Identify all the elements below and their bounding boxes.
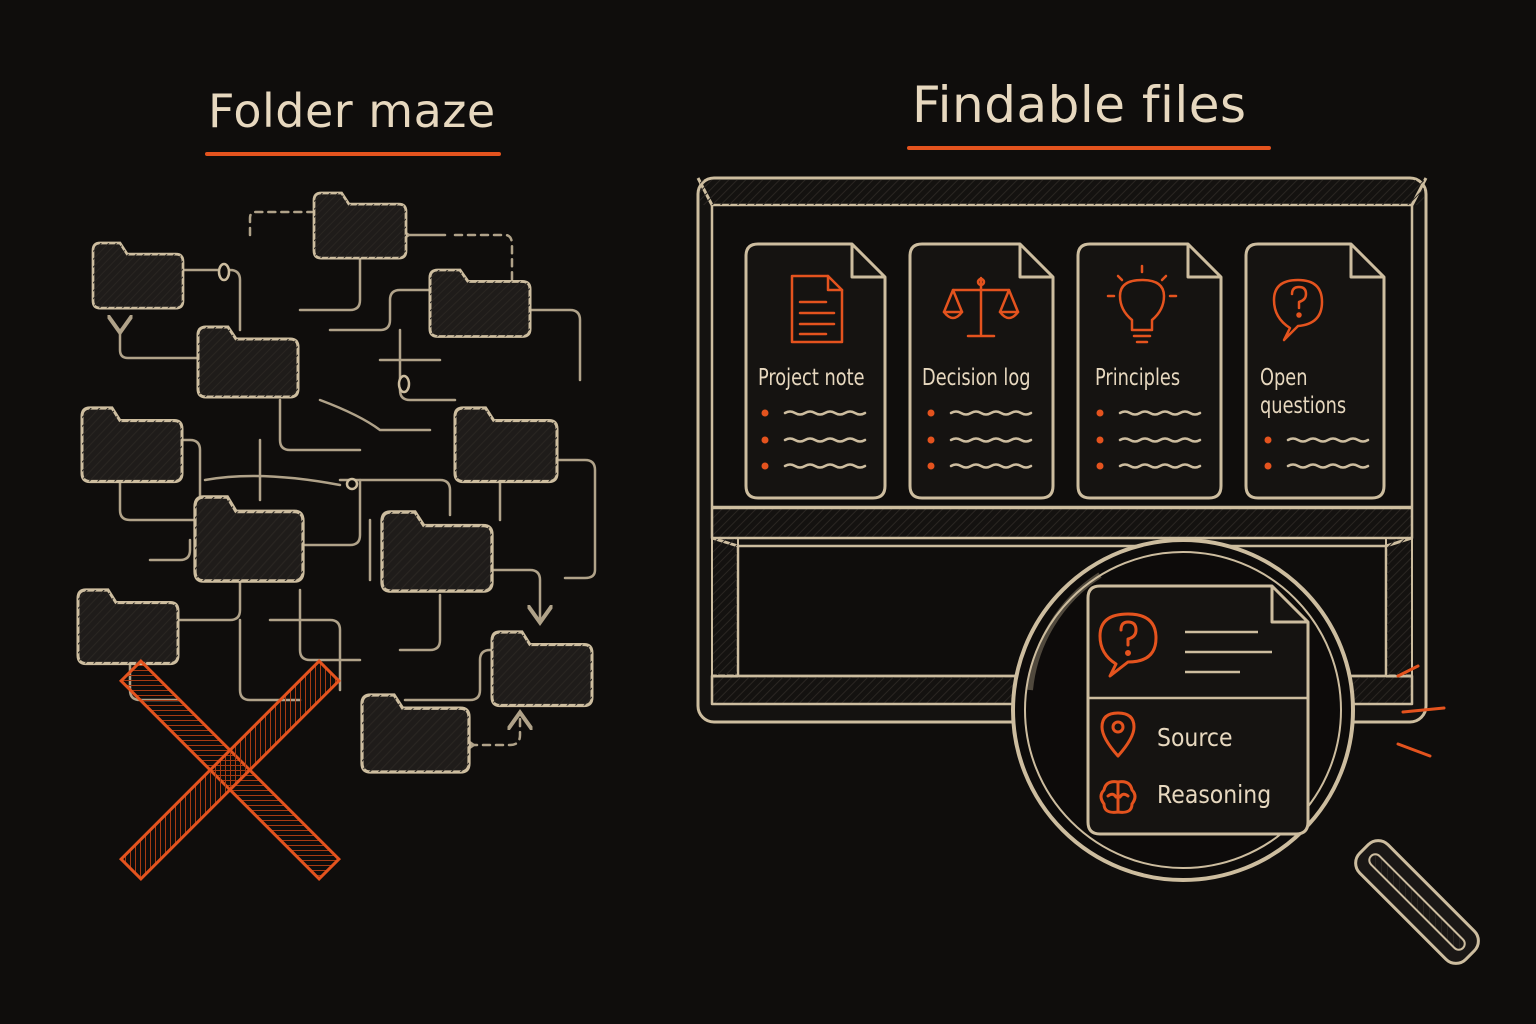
magnifier-handle <box>1354 839 1480 965</box>
right-title: Findable files <box>912 76 1247 134</box>
folder-icon <box>360 693 471 774</box>
text-line <box>1118 410 1202 416</box>
scales-icon <box>942 276 1020 338</box>
text-line <box>783 410 867 416</box>
text-line <box>1118 437 1202 443</box>
text-line <box>949 410 1033 416</box>
lens-label-source: Source <box>1157 723 1233 752</box>
left-title: Folder maze <box>208 84 496 138</box>
folder-maze <box>76 191 597 774</box>
bullet-dot <box>761 409 769 417</box>
folder-icon <box>380 510 494 593</box>
bullet-dot <box>761 462 769 470</box>
folder-icon <box>193 495 305 583</box>
bullet-dot <box>1096 436 1104 444</box>
bullet-dot <box>1096 409 1104 417</box>
x-mark-icon <box>118 658 342 882</box>
left-title-underline <box>205 152 501 156</box>
question-bubble-icon <box>1272 278 1324 342</box>
text-line <box>1286 463 1370 469</box>
bullet-dot <box>927 409 935 417</box>
card-principles[interactable] <box>1076 242 1223 500</box>
text-line <box>1118 463 1202 469</box>
location-pin-icon <box>1100 711 1136 758</box>
text-line <box>949 463 1033 469</box>
card-label-decision-log: Decision log <box>922 365 1031 391</box>
card-label-project-note: Project note <box>758 365 865 391</box>
bullet-dot <box>1264 436 1272 444</box>
folder-icon <box>428 268 532 338</box>
bullet-dot <box>1096 462 1104 470</box>
sparkle-icon <box>1396 664 1446 758</box>
document-icon <box>790 274 844 344</box>
folder-icon <box>453 406 559 484</box>
bullet-dot <box>761 436 769 444</box>
card-project-note[interactable] <box>744 242 887 500</box>
text-line <box>1286 437 1370 443</box>
text-line <box>783 437 867 443</box>
bullet-dot <box>927 462 935 470</box>
question-bubble-icon <box>1098 612 1158 678</box>
folder-icon <box>312 191 408 260</box>
card-label-principles: Principles <box>1095 365 1181 391</box>
card-label-open-questions: Open questions <box>1260 365 1347 419</box>
magnifier <box>1011 538 1480 965</box>
folder-icon <box>76 588 180 666</box>
card-open-questions[interactable] <box>1244 242 1386 500</box>
folder-icon <box>490 630 594 708</box>
folder-icon <box>80 406 184 484</box>
bullet-dot <box>927 436 935 444</box>
lens-label-reasoning: Reasoning <box>1157 780 1272 809</box>
bullet-dot <box>1264 462 1272 470</box>
folder-icon <box>196 325 300 399</box>
text-line <box>949 437 1033 443</box>
folder-icon <box>91 241 185 310</box>
text-line <box>783 463 867 469</box>
right-title-underline <box>907 146 1271 150</box>
lightbulb-icon <box>1106 264 1178 344</box>
brain-icon <box>1099 780 1137 814</box>
